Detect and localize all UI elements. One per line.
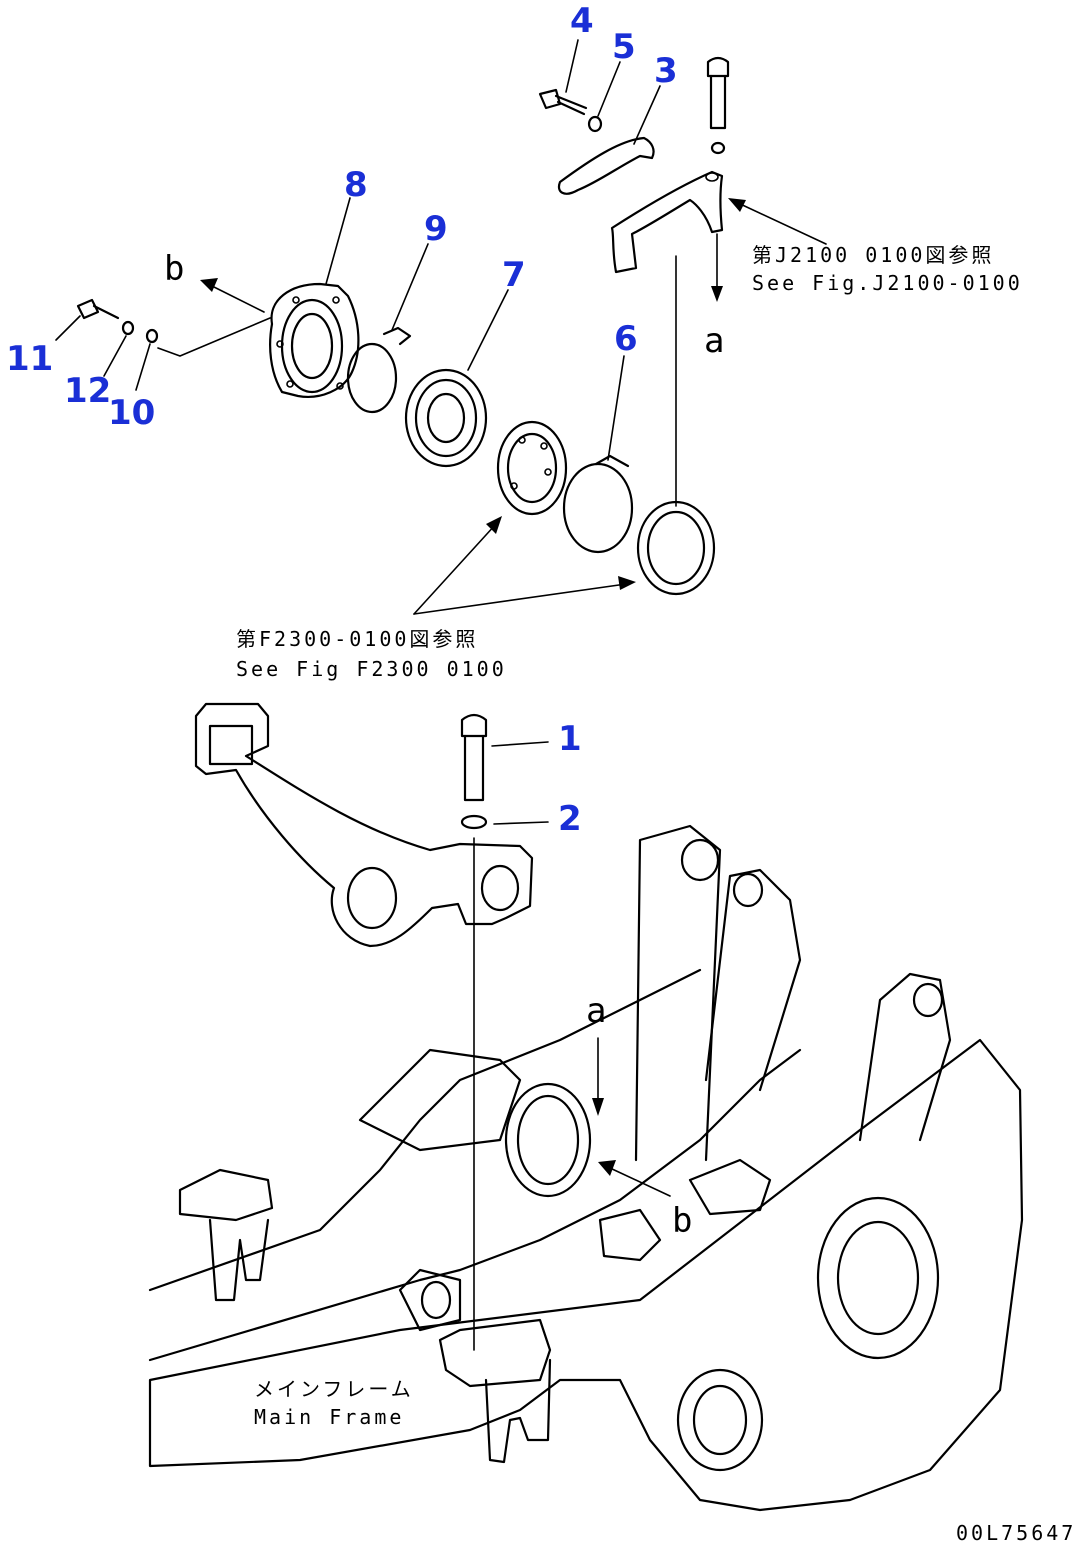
callout-7: 7 bbox=[502, 255, 526, 295]
callout-6: 6 bbox=[614, 319, 638, 359]
callout-8: 8 bbox=[344, 165, 368, 205]
callout-2: 2 bbox=[558, 799, 582, 839]
part-bearing-ring bbox=[636, 500, 716, 596]
note-main-frame-jp: メインフレーム bbox=[254, 1377, 414, 1401]
ref-letter-b-bottom: b bbox=[672, 1201, 692, 1241]
part-6-ring bbox=[562, 454, 634, 554]
note-main-frame-en: Main Frame bbox=[254, 1405, 404, 1429]
callout-3: 3 bbox=[654, 51, 678, 91]
part-9-ring bbox=[346, 326, 412, 414]
part-2-washer bbox=[460, 814, 488, 830]
note-fig-j2100-jp: 第J2100 0100図参照 bbox=[752, 243, 994, 267]
drawing-number: 00L75647 bbox=[956, 1521, 1076, 1545]
callout-12: 12 bbox=[64, 371, 111, 411]
note-fig-f2300-en: See Fig F2300 0100 bbox=[236, 657, 507, 681]
callout-5: 5 bbox=[612, 27, 636, 67]
part-5-washer bbox=[587, 115, 603, 133]
part-11-bolt bbox=[76, 298, 120, 320]
ref-letter-a-bottom: a bbox=[586, 991, 606, 1031]
part-8-housing bbox=[269, 282, 360, 398]
callout-10: 10 bbox=[108, 393, 155, 433]
part-equalizer-bar bbox=[194, 702, 534, 948]
ref-letter-a-top: a bbox=[704, 321, 724, 361]
callout-4: 4 bbox=[570, 1, 594, 41]
part-bracket bbox=[610, 170, 724, 274]
part-10-washer bbox=[145, 328, 159, 344]
part-3-clamp bbox=[557, 136, 655, 195]
part-12-washer bbox=[121, 320, 135, 336]
callout-9: 9 bbox=[424, 209, 448, 249]
note-fig-j2100-en: See Fig.J2100-0100 bbox=[752, 271, 1023, 295]
part-toothed-plate bbox=[496, 420, 568, 516]
note-fig-f2300-jp: 第F2300-0100図参照 bbox=[236, 627, 478, 651]
part-4-bolt bbox=[538, 88, 588, 116]
part-top-bolt bbox=[706, 56, 730, 155]
ref-letter-b-top: b bbox=[164, 249, 184, 289]
callout-1: 1 bbox=[558, 719, 582, 759]
part-7-seal bbox=[404, 368, 488, 468]
part-1-bolt bbox=[460, 713, 488, 802]
main-frame bbox=[148, 824, 1024, 1512]
callout-11: 11 bbox=[6, 339, 53, 379]
